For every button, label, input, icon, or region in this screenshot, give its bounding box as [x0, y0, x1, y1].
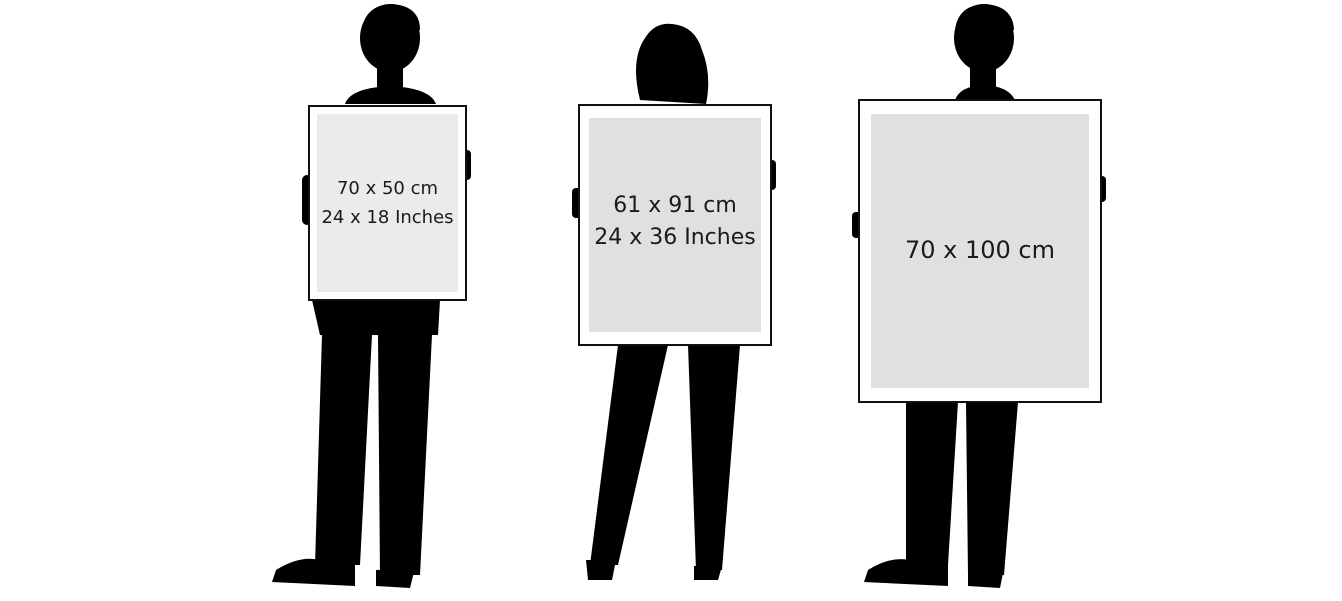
poster-caption: 70 x 50 cm 24 x 18 Inches [310, 175, 465, 233]
poster-frame-small: 70 x 50 cm 24 x 18 Inches [308, 105, 467, 301]
poster-mat [589, 118, 761, 332]
poster-frame-medium: 61 x 91 cm 24 x 36 Inches [578, 104, 772, 346]
poster-mat [317, 114, 458, 292]
poster-caption: 61 x 91 cm 24 x 36 Inches [580, 190, 770, 254]
size-inches-label: 24 x 18 Inches [321, 206, 454, 228]
size-cm-label: 61 x 91 cm [613, 193, 737, 218]
poster-caption: 70 x 100 cm [860, 231, 1100, 269]
size-cm-label: 70 x 50 cm [336, 178, 439, 199]
poster-mat [871, 114, 1089, 388]
poster-frame-large: 70 x 100 cm [858, 99, 1102, 403]
size-inches-label: 24 x 36 Inches [594, 224, 756, 250]
size-cm-label: 70 x 100 cm [904, 236, 1055, 264]
